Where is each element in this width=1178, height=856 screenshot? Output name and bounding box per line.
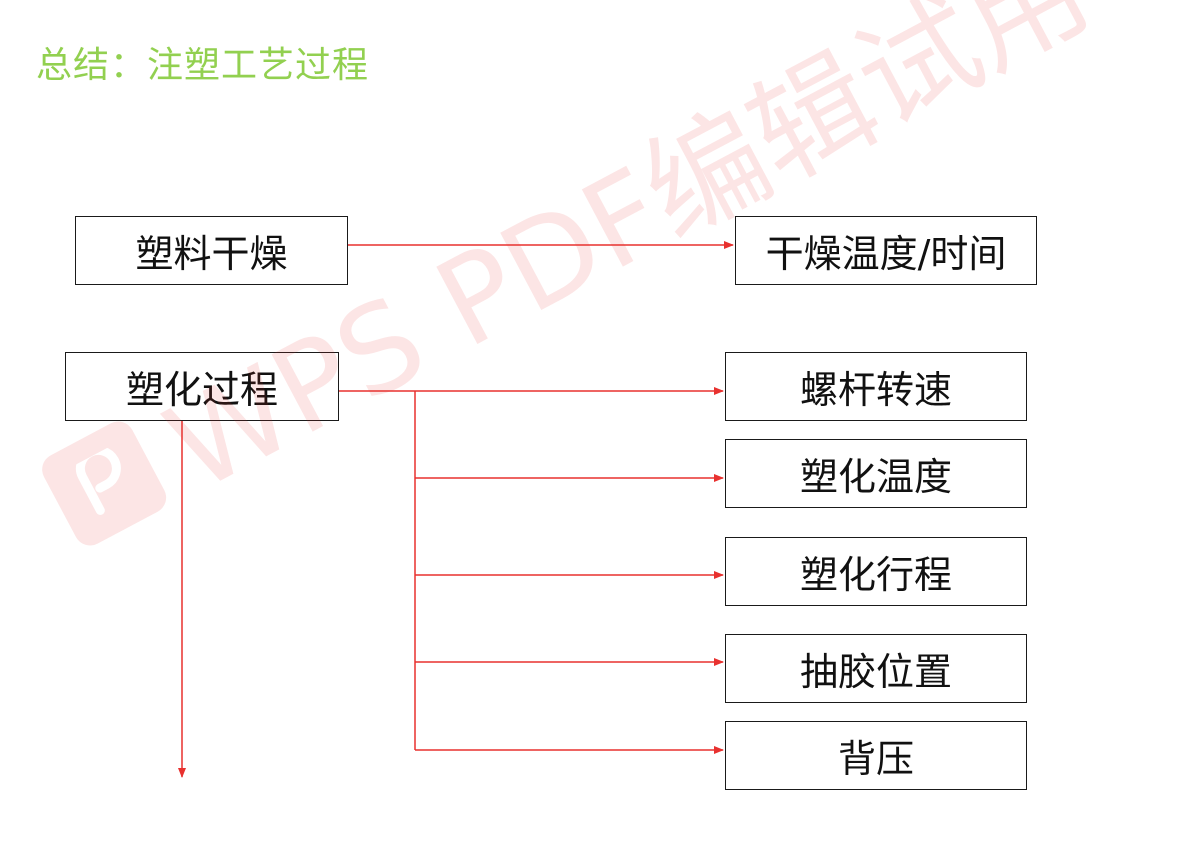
box-screw-speed: 螺杆转速 xyxy=(725,352,1027,421)
box-label: 干燥温度/时间 xyxy=(765,232,1007,276)
box-label: 背压 xyxy=(837,737,914,781)
box-label: 抽胶位置 xyxy=(799,650,952,694)
box-plasticizing-process: 塑化过程 xyxy=(65,352,339,421)
box-drying-temperature-time: 干燥温度/时间 xyxy=(735,216,1037,285)
box-plasticizing-temperature: 塑化温度 xyxy=(725,439,1027,508)
box-label: 塑料干燥 xyxy=(135,232,288,276)
box-label: 塑化过程 xyxy=(125,368,278,412)
box-suck-back-position: 抽胶位置 xyxy=(725,634,1027,703)
box-plastic-drying: 塑料干燥 xyxy=(75,216,348,285)
box-back-pressure: 背压 xyxy=(725,721,1027,790)
page-title: 总结：注塑工艺过程 xyxy=(36,45,370,86)
box-label: 塑化温度 xyxy=(799,455,952,499)
box-plasticizing-stroke: 塑化行程 xyxy=(725,537,1027,606)
box-label: 螺杆转速 xyxy=(799,368,952,412)
box-label: 塑化行程 xyxy=(799,553,952,597)
